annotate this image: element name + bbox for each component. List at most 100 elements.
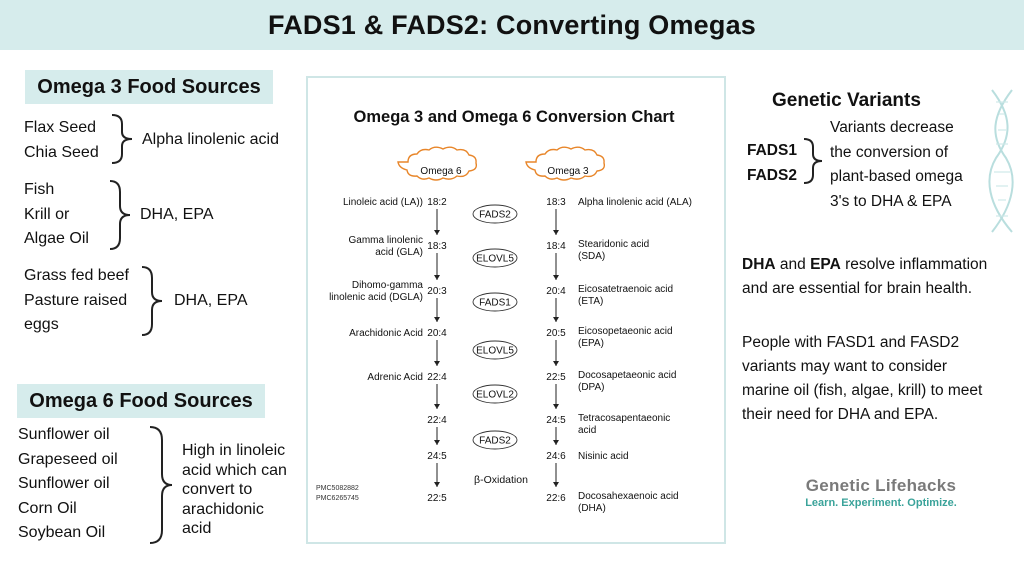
- food-item: Sunflower oil: [18, 426, 110, 443]
- gene-label: FADS2: [747, 166, 797, 184]
- omega6-code: 22:4: [427, 415, 447, 426]
- omega6-code: 22:4: [427, 372, 447, 383]
- variant-genes: FADS1 FADS2: [747, 139, 797, 188]
- omega6-label: Omega 6: [420, 166, 462, 177]
- omega3-group3-result: DHA, EPA: [174, 292, 248, 309]
- omega6-code: 24:5: [427, 451, 447, 462]
- omega3-fatty-acid-name: (SDA): [578, 251, 605, 262]
- omega3-heading: Omega 3 Food Sources: [25, 70, 273, 104]
- enzyme-label: ELOVL5: [476, 346, 514, 357]
- enzyme-label: ELOVL2: [476, 390, 514, 401]
- omega3-group1-result: Alpha linolenic acid: [142, 131, 279, 148]
- omega3-fatty-acid-name: acid: [578, 425, 596, 436]
- enzyme-oval: [472, 384, 518, 404]
- omega3-code: 24:6: [546, 451, 566, 462]
- omega3-code: 24:5: [546, 415, 566, 426]
- food-item: Flax Seed: [24, 119, 97, 136]
- omega6-code: 18:2: [427, 197, 447, 208]
- omega6-fatty-acid-name: Gamma linolenic: [349, 235, 423, 246]
- variants-heading: Genetic Variants: [772, 90, 921, 111]
- omega3-fatty-acid-name: Alpha linolenic acid (ALA): [578, 197, 692, 208]
- page-title: FADS1 & FADS2: Converting Omegas: [268, 9, 756, 40]
- arrow-head: [434, 275, 440, 280]
- brace-icon: [111, 114, 133, 164]
- enzyme-label: ELOVL5: [476, 254, 514, 265]
- omega3-fatty-acid-name: Nisinic acid: [578, 451, 629, 462]
- enzyme-oval: [472, 248, 518, 268]
- omega3-fatty-acid-name: (ETA): [578, 296, 603, 307]
- food-item: Algae Oil: [24, 230, 89, 247]
- omega6-code: 20:3: [427, 286, 447, 297]
- omega3-label: Omega 3: [547, 166, 589, 177]
- arrow-head: [553, 440, 559, 445]
- omega6-fatty-acid-name: Linoleic acid (LA)): [343, 197, 423, 208]
- conversion-chart-svg: Omega 3 and Omega 6 Conversion Chart Ome…: [316, 108, 692, 514]
- brace-icon: [149, 426, 173, 544]
- omega6-fatty-acid-name: linolenic acid (DGLA): [329, 292, 423, 303]
- arrow-head: [553, 482, 559, 487]
- arrow-head: [434, 482, 440, 487]
- recommendation-paragraph: People with FASD1 and FASD2 variants may…: [742, 334, 983, 423]
- brand-logo: Genetic Lifehacks Learn. Experiment. Opt…: [786, 476, 976, 509]
- arrow-head: [553, 404, 559, 409]
- omega3-fatty-acid-name: (EPA): [578, 338, 604, 349]
- gene-label: FADS1: [747, 142, 797, 159]
- omega6-heading: Omega 6 Food Sources: [17, 384, 265, 418]
- omega3-cloud: Omega 3: [525, 146, 606, 181]
- omega6-fatty-acid-name: Arachidonic Acid: [349, 328, 423, 339]
- dha-epa-paragraph: DHA and EPA resolve inflammation and are…: [742, 256, 988, 297]
- omega3-group3-items: Grass fed beef Pasture raised eggs: [24, 264, 129, 338]
- omega3-fatty-acid-name: Eicosatetraenoic acid: [578, 284, 673, 295]
- omega3-fatty-acid-name: Eicosopetaeonic acid: [578, 326, 673, 337]
- omega3-code: 18:3: [546, 197, 566, 208]
- arrow-head: [434, 317, 440, 322]
- food-item: Grapeseed oil: [18, 450, 118, 468]
- brace-icon: [803, 138, 823, 184]
- enzyme-label: FADS2: [479, 436, 511, 447]
- food-item: Pasture raised: [24, 291, 128, 309]
- omega3-fatty-acid-name: Tetracosapentaeonic: [578, 413, 670, 424]
- enzyme-oval: [472, 292, 518, 312]
- omega3-fatty-acid-name: (DPA): [578, 382, 604, 393]
- arrow-head: [434, 361, 440, 366]
- omega6-cloud: Omega 6: [397, 146, 478, 181]
- omega6-items: Sunflower oil Grapeseed oil Sunflower oi…: [18, 423, 118, 546]
- dna-icon: [988, 89, 1014, 233]
- brace-icon: [109, 180, 131, 250]
- enzyme-label: FADS2: [479, 210, 511, 221]
- omega6-code: 20:4: [427, 328, 447, 339]
- omega6-fatty-acid-name: Dihomo-gamma: [352, 280, 424, 291]
- omega3-code: 22:6: [546, 493, 566, 504]
- enzyme-label: FADS1: [479, 298, 511, 309]
- food-item: eggs: [24, 316, 59, 333]
- conversion-chart: Omega 3 and Omega 6 Conversion Chart Ome…: [306, 76, 726, 544]
- omega3-code: 20:5: [546, 328, 566, 339]
- omega3-group1-items: Flax Seed Chia Seed: [24, 116, 99, 165]
- omega6-result: High in linoleic acid which can convert …: [182, 442, 287, 537]
- arrow-head: [553, 230, 559, 235]
- omega3-fatty-acid-name: Stearidonic acid: [578, 239, 649, 250]
- reference-label: PMC5082882: [316, 485, 359, 492]
- food-item: Krill or: [24, 205, 70, 223]
- omega3-code: 22:5: [546, 372, 566, 383]
- omega3-code: 18:4: [546, 241, 566, 252]
- food-item: Sunflower oil: [18, 475, 110, 492]
- variants-description: Variants decrease the conversion of plan…: [830, 119, 963, 210]
- arrow-head: [553, 361, 559, 366]
- arrow-head: [434, 440, 440, 445]
- arrow-head: [434, 404, 440, 409]
- omega6-code: 18:3: [427, 241, 447, 252]
- food-item: Fish: [24, 181, 55, 198]
- beta-oxidation-label: β-Oxidation: [474, 474, 528, 486]
- brace-icon: [141, 266, 163, 336]
- omega3-group2-result: DHA, EPA: [140, 206, 214, 223]
- arrow-head: [553, 275, 559, 280]
- title-bar: FADS1 & FADS2: Converting Omegas: [0, 0, 1024, 50]
- reference-label: PMC6265745: [316, 495, 359, 502]
- omega3-code: 20:4: [546, 286, 566, 297]
- enzyme-oval: [472, 340, 518, 360]
- omega3-fatty-acid-name: Docosapetaeonic acid: [578, 370, 676, 381]
- arrow-head: [553, 317, 559, 322]
- arrow-head: [434, 230, 440, 235]
- omega6-fatty-acid-name: Adrenic Acid: [367, 372, 423, 383]
